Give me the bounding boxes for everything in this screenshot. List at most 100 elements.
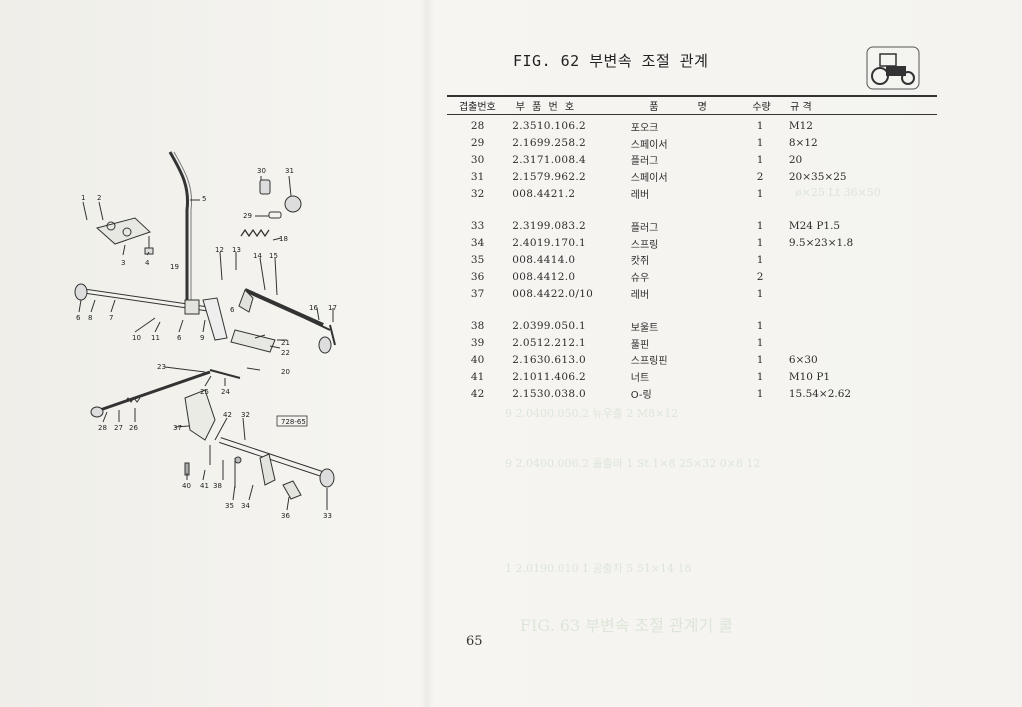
- svg-text:18: 18: [279, 235, 288, 243]
- cell-index-no: 35: [470, 253, 485, 266]
- parts-table: 겹출번호 부 품 번 호 품 명 수량 규 격 28 2.3510.106.2 포오…: [447, 95, 937, 402]
- svg-text:31: 31: [285, 167, 294, 175]
- svg-text:32: 32: [241, 411, 250, 419]
- cell-part-number: 2.1579.962.2: [512, 170, 586, 183]
- cell-index-no: 32: [470, 187, 485, 200]
- svg-text:14: 14: [253, 252, 262, 260]
- cell-part-number: 2.1530.038.0: [512, 387, 586, 400]
- header-specification: 규 격: [790, 102, 812, 113]
- cell-part-number: 008.4414.0: [512, 253, 576, 266]
- cell-index-no: 33: [470, 220, 485, 233]
- cell-quantity: 1: [756, 153, 764, 166]
- cell-part-name: 스프링핀: [630, 356, 668, 368]
- cell-part-number: 2.0512.212.1: [512, 337, 586, 350]
- cell-part-number: 2.1011.406.2: [512, 370, 586, 383]
- svg-text:36: 36: [281, 512, 290, 520]
- svg-text:728-65: 728-65: [281, 418, 306, 426]
- cell-part-name: O-링: [630, 390, 652, 402]
- cell-quantity: 1: [756, 187, 764, 200]
- cell-specification: M24 P1.5: [788, 220, 841, 233]
- svg-text:26: 26: [129, 424, 138, 432]
- cell-specification: M12: [788, 120, 813, 133]
- cell-quantity: 2: [756, 170, 764, 183]
- figure-title: FIG. 62 부변속 조절 관계: [513, 52, 709, 70]
- cell-part-name: 너트: [630, 373, 650, 385]
- cell-index-no: 40: [470, 353, 485, 366]
- table-header: 겹출번호 부 품 번 호 품 명 수량 규 격: [447, 95, 937, 115]
- svg-text:17: 17: [328, 304, 337, 312]
- header-quantity: 수량: [752, 102, 771, 113]
- bleed-through-text: ø×25 Lt 36×50: [795, 186, 881, 199]
- cell-quantity: 1: [756, 320, 764, 333]
- cell-specification: 20×35×25: [788, 170, 847, 183]
- bleed-through-text: 1 2.0190.010 1 공출차 5 51×14 18: [505, 562, 692, 575]
- svg-text:24: 24: [221, 388, 230, 396]
- cell-specification: 6×30: [788, 353, 818, 366]
- page-number: 65: [466, 634, 483, 649]
- cell-quantity: 1: [756, 287, 764, 300]
- svg-text:34: 34: [241, 502, 250, 510]
- svg-text:8: 8: [88, 314, 92, 322]
- cell-quantity: 1: [756, 120, 764, 133]
- cell-part-number: 2.3510.106.2: [512, 120, 586, 133]
- cell-part-name: 스페이서: [630, 173, 668, 185]
- cell-index-no: 41: [470, 370, 485, 383]
- svg-text:22: 22: [281, 349, 290, 357]
- cell-quantity: 1: [756, 220, 764, 233]
- cell-part-name: 레버: [630, 290, 650, 302]
- cell-part-number: 2.3199.083.2: [512, 220, 586, 233]
- bleed-through-text: 9 2.0400.050.2 뉴우출 2 M8×12: [505, 407, 679, 420]
- cell-index-no: 36: [470, 270, 485, 283]
- svg-text:20: 20: [281, 368, 290, 376]
- cell-index-no: 38: [470, 320, 485, 333]
- cell-index-no: 39: [470, 337, 485, 350]
- cell-index-no: 42: [470, 387, 485, 400]
- svg-text:28: 28: [98, 424, 107, 432]
- svg-text:11: 11: [151, 334, 160, 342]
- svg-text:40: 40: [182, 482, 191, 490]
- cell-part-name: 레버: [630, 190, 650, 202]
- header-part-number: 부 품 번 호: [515, 102, 577, 113]
- svg-text:16: 16: [309, 304, 318, 312]
- cell-index-no: 31: [470, 170, 485, 183]
- cell-quantity: 1: [756, 237, 764, 250]
- svg-text:9: 9: [200, 334, 204, 342]
- svg-text:38: 38: [213, 482, 222, 490]
- svg-text:35: 35: [225, 502, 234, 510]
- cell-quantity: 1: [756, 370, 764, 383]
- cell-part-name: 보울트: [630, 322, 659, 334]
- cell-part-number: 008.4412.0: [512, 270, 576, 283]
- svg-text:21: 21: [281, 339, 290, 347]
- cell-index-no: 29: [470, 137, 485, 150]
- svg-text:15: 15: [269, 252, 278, 260]
- table-row: 32 008.4421.2 레버 1: [447, 185, 937, 202]
- svg-text:25: 25: [200, 388, 209, 396]
- svg-text:6: 6: [177, 334, 182, 342]
- svg-text:1: 1: [81, 194, 85, 202]
- cell-specification: 20: [788, 153, 803, 166]
- svg-text:4: 4: [145, 259, 150, 267]
- cell-index-no: 28: [470, 120, 485, 133]
- header-part-name: 품 명: [649, 102, 725, 113]
- svg-text:23: 23: [157, 363, 166, 371]
- svg-text:2: 2: [97, 194, 101, 202]
- cell-index-no: 30: [470, 153, 485, 166]
- svg-text:6: 6: [230, 306, 235, 314]
- cell-part-number: 008.4421.2: [512, 187, 576, 200]
- cell-quantity: 1: [756, 353, 764, 366]
- table-row: 31 2.1579.962.2 스페이서 2 20×35×25: [447, 168, 937, 185]
- cell-part-name: 포오크: [630, 122, 659, 134]
- cell-part-name: 스프링: [630, 239, 659, 251]
- tractor-logo-icon: [866, 46, 920, 90]
